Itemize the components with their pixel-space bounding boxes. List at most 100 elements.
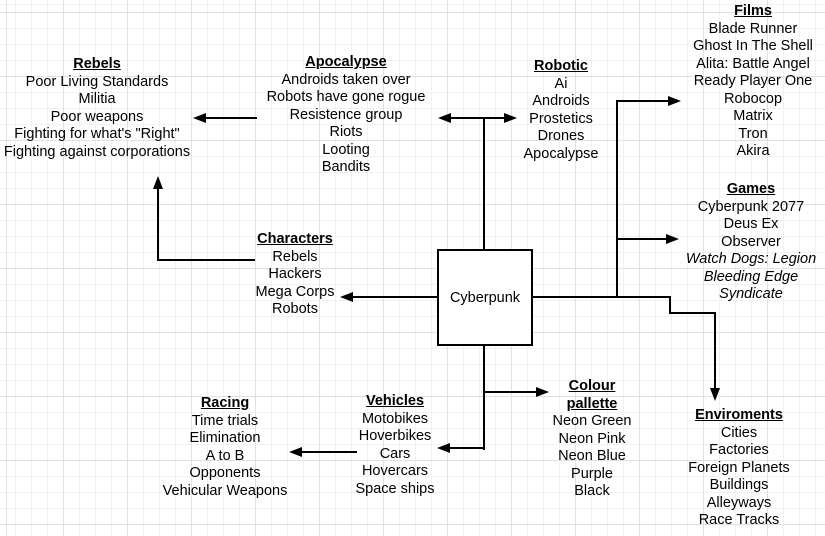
section-item: Factories: [709, 442, 769, 458]
connector-to-films-line[interactable]: [617, 100, 669, 102]
section-item: Fighting for what's "Right": [14, 126, 180, 142]
section-item: Ghost In The Shell: [693, 38, 813, 54]
arrowhead-up-to-rebels-icon: [153, 176, 163, 189]
center-node-cyberpunk[interactable]: Cyberpunk: [437, 249, 533, 346]
section-films[interactable]: Films Blade Runner Ghost In The Shell Al…: [673, 3, 825, 161]
section-item: Androids: [532, 93, 590, 109]
section-apocalypse-title: Apocalypse: [305, 54, 387, 70]
section-item: Poor weapons: [50, 108, 144, 125]
section-item: Robots have gone rogue: [266, 89, 426, 105]
connector-center-right-line[interactable]: [533, 296, 671, 298]
section-item: Deus Ex: [723, 216, 779, 232]
section-item: Riots: [329, 124, 363, 140]
section-item: Ai: [554, 75, 568, 92]
section-item: Purple: [571, 465, 613, 482]
connector-to-games-line[interactable]: [617, 238, 666, 240]
section-vehicles[interactable]: Vehicles Motobikes Hoverbikes Cars Hover…: [335, 393, 455, 498]
section-item: Akira: [736, 143, 770, 159]
section-item: Prostetics: [529, 110, 593, 127]
section-item: Alleyways: [706, 494, 772, 511]
arrowhead-to-racing-icon: [289, 447, 302, 457]
section-item: Cyberpunk 2077: [697, 198, 805, 215]
connector-to-vehicles-line[interactable]: [450, 447, 485, 449]
section-item: Resistence group: [289, 106, 403, 123]
section-rebels-title: Rebels: [73, 56, 121, 72]
section-item: Hovercars: [361, 463, 429, 479]
arrowhead-to-environments-icon: [710, 388, 720, 401]
section-environments-title: Enviroments: [695, 407, 783, 423]
section-item: Observer: [721, 233, 781, 250]
section-item: Foreign Planets: [688, 459, 790, 476]
section-racing[interactable]: Racing Time trials Elimination A to B Op…: [150, 395, 300, 500]
section-item: Race Tracks: [698, 512, 780, 528]
section-vehicles-title: Vehicles: [365, 393, 425, 409]
section-item: Bleeding Edge: [703, 268, 799, 285]
section-item: Vehicular Weapons: [162, 482, 288, 499]
section-robotic-title: Robotic: [534, 58, 588, 74]
section-item: Matrix: [733, 108, 773, 124]
arrowhead-to-rebels-icon: [193, 113, 206, 123]
section-item: Mega Corps: [255, 283, 335, 300]
section-item: Apocalypse: [523, 145, 599, 162]
section-apocalypse[interactable]: Apocalypse Androids taken over Robots ha…: [261, 54, 431, 177]
section-colour-pallette-title: Colour pallette: [566, 378, 618, 412]
section-item: Neon Green: [552, 413, 632, 429]
connector-characters-to-rebels-line[interactable]: [158, 259, 255, 261]
section-item: A to B: [205, 447, 245, 464]
section-item: Militia: [78, 91, 116, 107]
arrowhead-to-robotic-icon: [504, 113, 517, 123]
center-node-label: Cyberpunk: [449, 289, 521, 306]
section-item: Buildings: [709, 477, 769, 493]
connector-to-environments-line[interactable]: [714, 312, 716, 390]
section-characters[interactable]: Characters Rebels Hackers Mega Corps Rob…: [235, 231, 355, 319]
section-games-title: Games: [726, 181, 776, 197]
connector-characters-to-rebels-line[interactable]: [157, 188, 159, 261]
section-robotic[interactable]: Robotic Ai Androids Prostetics Drones Ap…: [501, 58, 621, 163]
arrowhead-to-films-icon: [668, 96, 681, 106]
connector-center-top-line[interactable]: [483, 118, 485, 249]
section-item: Motobikes: [361, 410, 429, 427]
section-item: Alita: Battle Angel: [696, 55, 810, 72]
section-item: Robots: [272, 301, 318, 317]
connector-films-games-branch-line[interactable]: [616, 100, 618, 298]
connector-apocalypse-to-rebels-line[interactable]: [204, 117, 257, 119]
section-item: Poor Living Standards: [25, 73, 169, 90]
section-colour-pallette[interactable]: Colour pallette Neon Green Neon Pink Neo…: [537, 378, 647, 501]
section-item: Syndicate: [719, 286, 783, 302]
section-item: Space ships: [355, 480, 435, 497]
connector-vehicles-to-racing-line[interactable]: [302, 451, 357, 453]
section-item: Opponents: [189, 465, 261, 481]
section-item: Bandits: [321, 159, 371, 175]
section-item: Hackers: [268, 266, 322, 282]
section-item: Tron: [738, 125, 768, 142]
connector-center-to-characters-line[interactable]: [352, 296, 437, 298]
section-item: Rebels: [272, 248, 318, 265]
section-characters-title: Characters: [257, 231, 333, 247]
arrowhead-to-vehicles-icon: [437, 443, 450, 453]
connector-apocalypse-robotic-line[interactable]: [449, 117, 504, 119]
section-item: Robocop: [723, 90, 783, 107]
section-item: Drones: [537, 128, 585, 144]
section-environments[interactable]: Enviroments Cities Factories Foreign Pla…: [664, 407, 814, 530]
connector-center-right-line[interactable]: [669, 312, 716, 314]
section-racing-title: Racing: [200, 395, 250, 411]
arrowhead-to-colour-icon: [536, 387, 549, 397]
section-item: Blade Runner: [708, 20, 798, 37]
connector-center-bottom-line[interactable]: [483, 346, 485, 450]
section-item: Elimination: [189, 430, 261, 446]
section-item: Androids taken over: [281, 71, 411, 88]
connector-to-colour-line[interactable]: [485, 391, 536, 393]
arrowhead-to-games-icon: [666, 234, 679, 244]
section-rebels[interactable]: Rebels Poor Living Standards Militia Poo…: [0, 56, 202, 161]
section-item: Black: [574, 483, 610, 499]
section-item: Watch Dogs: Legion: [685, 251, 817, 267]
section-item: Neon Pink: [558, 430, 626, 447]
section-item: Cars: [379, 445, 411, 462]
section-games[interactable]: Games Cyberpunk 2077 Deus Ex Observer Wa…: [671, 181, 825, 304]
section-item: Cities: [720, 424, 758, 441]
section-item: Time trials: [191, 412, 259, 429]
connector-center-right-line[interactable]: [669, 296, 671, 314]
section-item: Fighting against corporations: [3, 143, 191, 160]
section-item: Hoverbikes: [358, 428, 432, 444]
